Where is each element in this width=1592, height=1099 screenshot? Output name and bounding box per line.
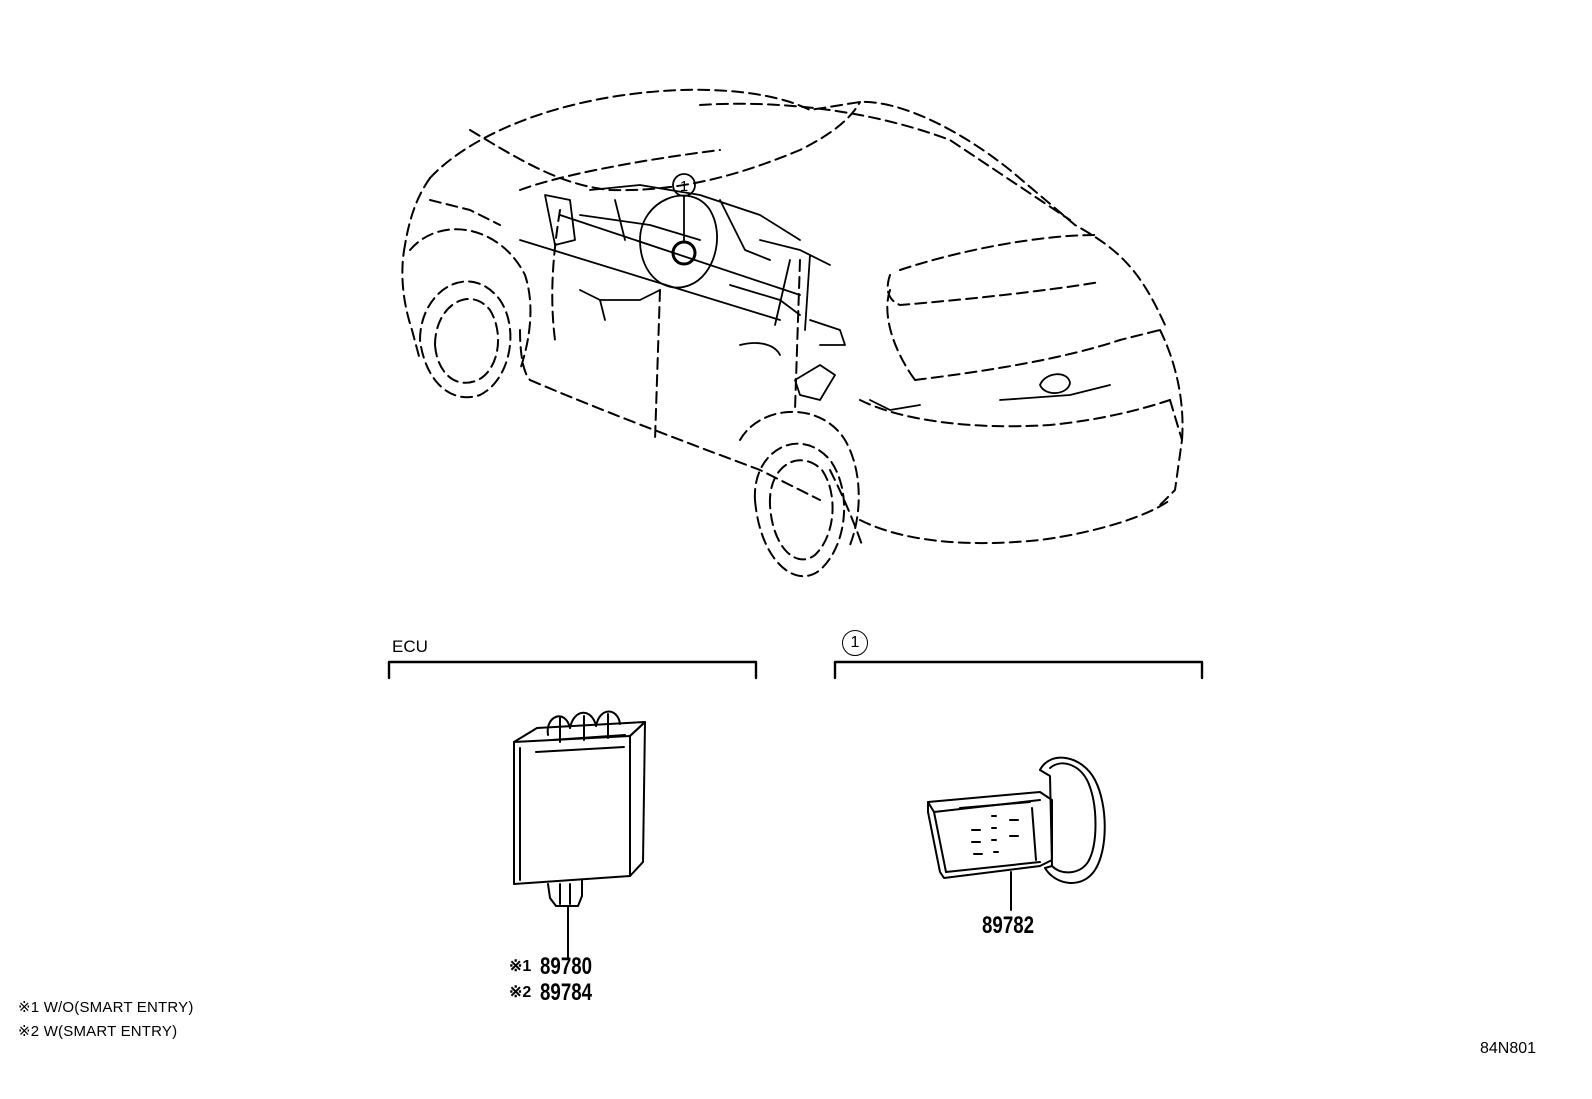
part-row-89784: ※2 xyxy=(509,982,531,1002)
item1-section-callout: 1 xyxy=(842,630,868,656)
vehicle-callout xyxy=(671,173,697,266)
vehicle-interior xyxy=(519,184,1111,411)
ecu-section-label: ECU xyxy=(392,637,428,656)
vehicle-illustration xyxy=(401,88,1184,577)
part-number-89782[interactable]: 89782 xyxy=(982,912,1035,939)
vehicle-callout-number: 1 xyxy=(680,178,688,195)
diagram-code: 84N801 xyxy=(1480,1040,1537,1057)
footnote-1: ※1 W/O(SMART ENTRY) xyxy=(18,998,194,1016)
part-number-89784[interactable]: 89784 xyxy=(540,979,593,1006)
note-mark-2: ※2 xyxy=(509,984,532,1001)
item1-section-bracket xyxy=(833,660,1204,680)
footnote-2-mark: ※2 xyxy=(18,1023,40,1040)
footnote-2: ※2 W(SMART ENTRY) xyxy=(18,1022,177,1040)
ecu-section-bracket xyxy=(387,660,758,680)
footnote-1-mark: ※1 xyxy=(18,999,40,1016)
footnote-2-text: W(SMART ENTRY) xyxy=(43,1023,178,1040)
part-number-89780[interactable]: 89780 xyxy=(540,953,593,980)
ecu-module-drawing xyxy=(513,710,646,959)
footnote-1-text: W/O(SMART ENTRY) xyxy=(43,999,194,1016)
part-row-89780: ※1 xyxy=(509,956,531,976)
switch-drawing xyxy=(927,756,1106,911)
note-mark-1: ※1 xyxy=(509,958,532,975)
